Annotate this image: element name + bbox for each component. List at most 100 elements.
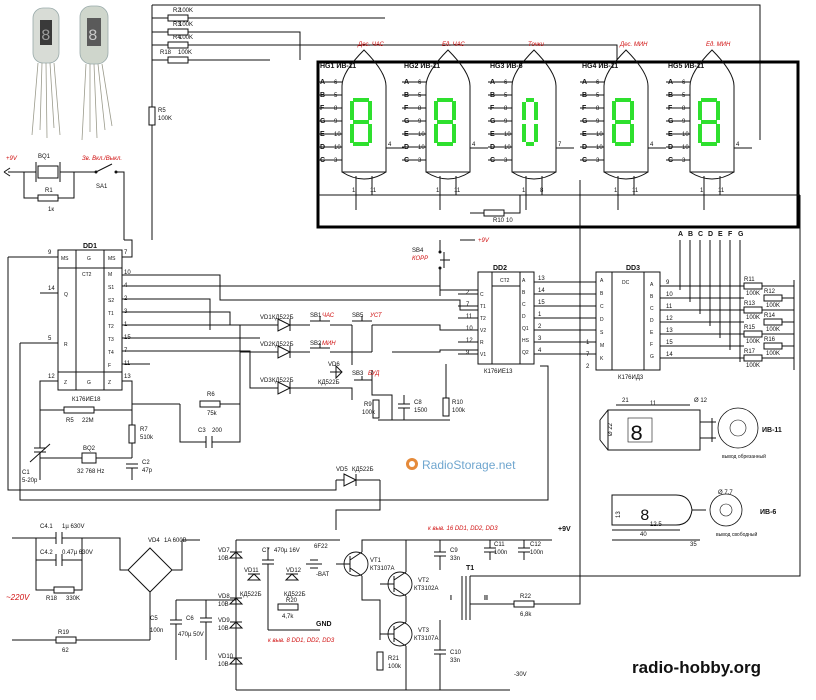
tube-pin-number: 10 <box>334 145 341 151</box>
svg-text:14: 14 <box>48 286 55 292</box>
r1-label: R1 <box>45 188 53 194</box>
dd3-resistor <box>743 330 763 338</box>
osc-c3-value: 200 <box>212 428 223 434</box>
svg-text:8: 8 <box>41 27 51 45</box>
zener-value: 10B <box>218 626 229 632</box>
dd3-right-pin-name: G <box>650 354 654 360</box>
svg-text:12: 12 <box>48 374 55 380</box>
tube-ref: HG4 ИВ-11 <box>582 63 618 70</box>
tube-filament-wire <box>617 176 635 210</box>
tube-pin-number: 5 <box>504 93 508 99</box>
tube-ref: HG2 ИВ-11 <box>404 63 440 70</box>
tube-segment <box>368 101 372 120</box>
osc-r6-label: R6 <box>207 392 215 398</box>
tube-segment <box>522 124 526 142</box>
sb5-label: SB5 <box>352 313 364 319</box>
c6-value: 470µ 50V <box>178 632 204 638</box>
dd2-right-pin-name: Q2 <box>522 350 529 356</box>
zener-symbol <box>228 597 244 605</box>
c11-label: C11 <box>494 542 505 548</box>
tube-pin-number: 8 <box>596 106 600 112</box>
vt1-label: VT1 <box>370 558 382 564</box>
iv11-dim-w1: Ø 12 <box>694 398 708 404</box>
c41-label: C4.1 <box>40 524 53 530</box>
zener-label: VD9 <box>218 618 230 624</box>
svg-text:G: G <box>87 256 91 262</box>
sb4-supply: +9V <box>478 238 490 244</box>
tube-grid-pin: 4 <box>388 142 392 148</box>
tube-pin-number: 10 <box>504 145 511 151</box>
vd11-type: КД522Б <box>240 592 262 598</box>
osc-c2-value: 47p <box>142 468 153 474</box>
r5-label: R5 <box>158 108 166 114</box>
tube-grid-pin: 7 <box>558 142 562 148</box>
zener-value: 10B <box>218 662 229 668</box>
tube-segment <box>615 142 631 146</box>
vd12-label: VD12 <box>286 568 302 574</box>
dd3-resistor-value: 100K <box>746 339 760 345</box>
osc-c1-label: C1 <box>22 470 30 476</box>
c5-label: C5 <box>150 616 158 622</box>
top-resistors: R2 100K R3 100K R4 100K R18 100K R5 100K <box>148 4 761 240</box>
tube-pin-number: 3 <box>334 158 338 164</box>
mains-label: ~220V <box>6 593 30 602</box>
diode-symbol <box>277 381 300 395</box>
tube-pin-number: 9 <box>334 119 338 125</box>
vd5-label: VD5 <box>336 467 348 473</box>
diode-symbol <box>277 318 300 332</box>
dd3-resistor-label: R15 <box>744 325 756 331</box>
ef22-label: 6F22 <box>314 544 328 550</box>
tube-segment <box>612 101 616 120</box>
iv11-drawing: 8 21 Ø 12 11 Ø 22 ИВ-11 вывод обрезанный <box>599 398 782 460</box>
tube-pin-number: 10 <box>596 145 603 151</box>
r4-value: 100K <box>179 35 193 41</box>
r18-value: 100K <box>178 50 192 56</box>
sa1-caption: Зв. Вкл./Выкл. <box>82 156 122 162</box>
r10b-value: 100k <box>452 408 466 414</box>
r20-value: 4,7k <box>282 614 294 620</box>
tube-pin-number: 3 <box>504 158 508 164</box>
vd4-label: VD4 <box>148 538 160 544</box>
iv11-dim-w2: 11 <box>650 401 657 407</box>
tube-pin-number: 10 <box>418 132 425 138</box>
iv6-dim-l: 35 <box>690 542 697 548</box>
iv11-dim-h: 21 <box>622 398 629 404</box>
zener-symbol <box>228 621 244 629</box>
dd1-right-pin-name: S1 <box>108 285 114 291</box>
r19-value: 62 <box>62 648 69 654</box>
sb3-caption: БУД <box>368 371 380 377</box>
tube-base <box>603 171 649 180</box>
dd2-right-pin-name: C <box>522 302 526 308</box>
tube-caption: Ед. ЧАС <box>442 42 465 48</box>
tube-ref: HG5 ИВ-11 <box>668 63 704 70</box>
diode-type: КД522Б <box>272 342 294 348</box>
tube-segment <box>612 124 616 143</box>
t1-w1: I <box>450 595 452 602</box>
r21-label: R21 <box>388 656 400 662</box>
svg-text:7: 7 <box>124 250 128 256</box>
c42-value: 0.47µ 630V <box>62 550 93 556</box>
diode-type: КД522Б <box>272 315 294 321</box>
tube-segment <box>526 142 534 146</box>
dd3-right-pin-number: 13 <box>666 328 673 334</box>
osc-c2-label: C2 <box>142 460 150 466</box>
c5-value: 100n <box>150 628 163 634</box>
r10-top-value: 10 <box>506 218 513 224</box>
dd2-left-pin-name: R <box>480 340 484 346</box>
tube-segment <box>350 101 354 120</box>
tube-segment <box>615 98 631 102</box>
tube-pin-number: 3 <box>418 158 422 164</box>
tube-segment <box>437 98 453 102</box>
c6-label: C6 <box>186 616 194 622</box>
tube-segment <box>630 101 634 120</box>
tube-segment <box>353 98 369 102</box>
tube-base <box>425 171 471 180</box>
tube-pin-number: 9 <box>418 119 422 125</box>
bus-letter: E <box>718 231 723 238</box>
dd2-left-pin-name: V2 <box>480 328 486 334</box>
tube-pin-number: 6 <box>682 80 686 86</box>
